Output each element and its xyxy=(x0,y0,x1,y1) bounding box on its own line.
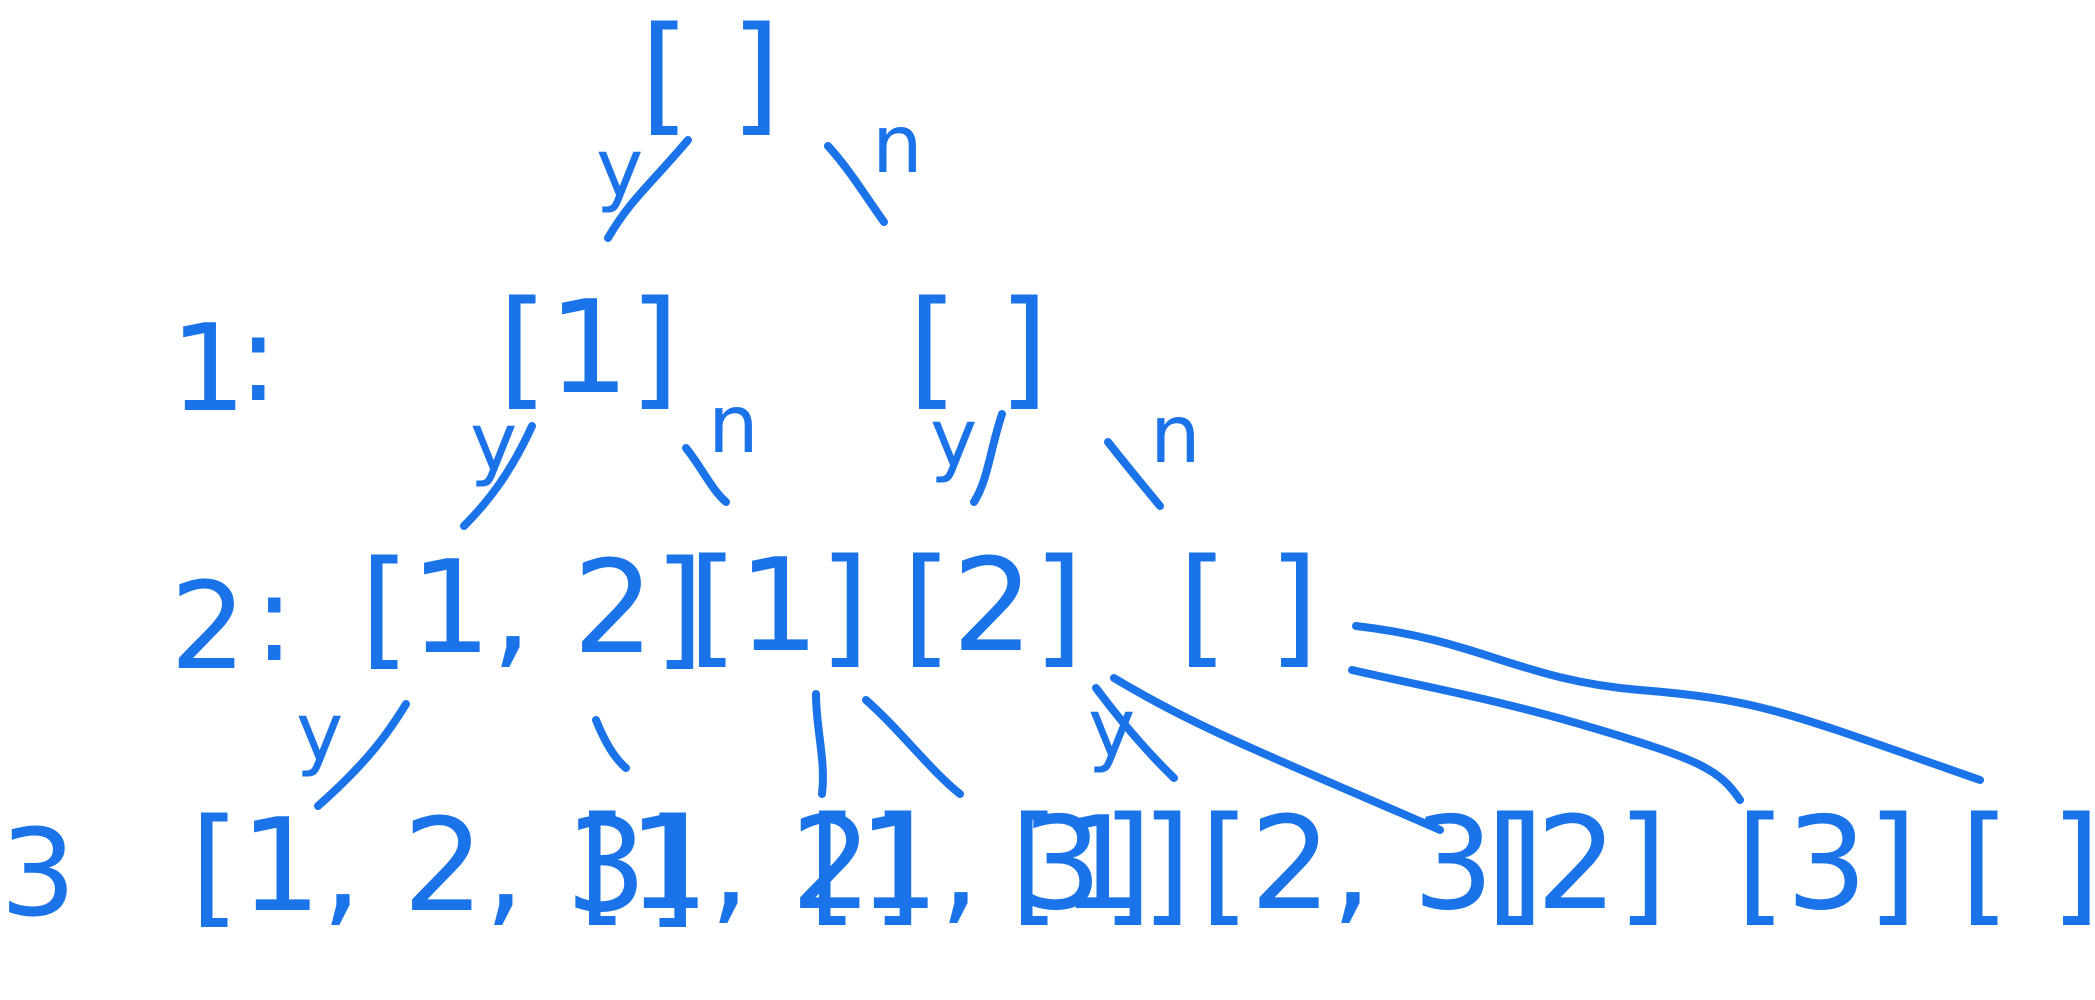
level-2-separator: : xyxy=(254,550,294,689)
edge-l1-right-no xyxy=(1104,438,1164,510)
level2-node-2: [2] xyxy=(902,532,1083,681)
edges-root xyxy=(604,136,888,242)
edge-label-l1-left-no: n xyxy=(708,378,759,471)
level-labels: 1 : 2 : 3 xyxy=(0,290,294,944)
leaf-3: [3] xyxy=(1736,790,1917,939)
edge-root-no xyxy=(824,142,888,226)
edge-l2-a-yes xyxy=(314,700,410,810)
level2-node-1: [1] xyxy=(688,532,869,681)
edge-label-l2-c-yes: y xyxy=(1088,682,1135,775)
edges-level1 xyxy=(460,410,1164,530)
leaf-1-2: [1, 2] xyxy=(578,790,922,939)
edge-l2-a-no xyxy=(592,716,630,772)
edge-l2-c-no xyxy=(1110,674,1444,834)
leaf-2: [2] xyxy=(1486,790,1667,939)
edge-l2-c-yes xyxy=(1092,684,1178,782)
leaf-empty: [ ] xyxy=(1960,790,2095,939)
edge-l2-b-no xyxy=(862,696,964,798)
leaf-1-2-3: [1, 2, 3] xyxy=(190,792,697,941)
level1-node-with-1: [1] xyxy=(498,274,679,423)
level1-node-empty: [ ] xyxy=(908,274,1049,423)
edge-label-l1-right-no: n xyxy=(1150,388,1201,481)
level2-node-empty: [ ] xyxy=(1178,532,1319,681)
edge-label-l2-a-yes: y xyxy=(296,686,343,779)
level-2-number: 2 xyxy=(170,558,246,697)
edge-l2-b-yes xyxy=(812,690,827,798)
edge-label-l1-left-yes: y xyxy=(470,396,517,489)
edge-l1-right-yes xyxy=(970,410,1006,506)
root-node: [ ] xyxy=(640,0,781,149)
edge-l1-left-no xyxy=(682,444,730,506)
edge-label-l1-right-yes: y xyxy=(930,392,977,485)
level-1-separator: : xyxy=(238,290,278,429)
leaf-1-3: [1, 3] xyxy=(808,790,1152,939)
edge-label-root-yes: y xyxy=(596,122,643,215)
edge-l2-d-yes xyxy=(1352,622,1984,784)
edges-level2 xyxy=(314,622,1984,834)
level-3-number: 3 xyxy=(0,805,76,944)
leaf-1: [1] xyxy=(1010,790,1191,939)
edge-l1-left-yes xyxy=(460,422,536,530)
edge-label-root-no: n xyxy=(872,98,923,191)
level2-node-1-2: [1, 2] xyxy=(360,534,704,683)
edge-root-yes xyxy=(604,136,692,242)
edge-l2-d-no xyxy=(1348,666,1744,804)
leaf-2-3: [2, 3] xyxy=(1200,790,1544,939)
level-1-number: 1 xyxy=(170,300,246,439)
